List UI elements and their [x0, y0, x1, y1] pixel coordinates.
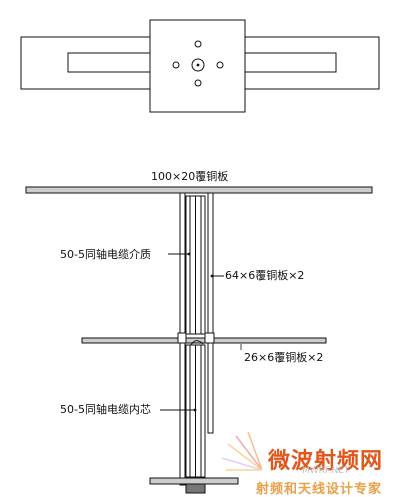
top-view-hole-left: [172, 61, 180, 69]
label-coax-inner-core: 50-5同轴电缆内芯: [60, 403, 151, 416]
leader-64-plate-dot: [210, 274, 214, 278]
watermark-url: MWRF.NET: [302, 466, 350, 476]
top-view-hole-center-dot: [196, 63, 200, 67]
watermark-rays: [221, 431, 263, 471]
label-coax-dielectric: 50-5同轴电缆介质: [60, 248, 151, 261]
junction-left: [177, 332, 187, 344]
junction-right: [204, 332, 215, 344]
bottom-base-plate: [149, 477, 239, 485]
side-view: [25, 186, 373, 494]
top-view-hole-right: [216, 61, 224, 69]
label-middle-plates: 26×6覆铜板×2: [244, 351, 324, 364]
middle-copper-plate: [81, 337, 327, 344]
watermark-logo-text: 微波射频网: [268, 449, 384, 474]
vertical-plate-right: [207, 192, 214, 434]
label-vertical-plates: 64×6覆铜板×2: [225, 269, 305, 282]
top-copper-plate: [25, 186, 373, 194]
top-view: [20, 19, 380, 113]
label-top-copper-plate: 100×20覆铜板: [151, 170, 229, 183]
top-view-hole-bottom: [194, 79, 202, 87]
leader-inner-core-dot: [193, 408, 197, 412]
top-view-hole-top: [194, 40, 202, 48]
leader-dielectric-dot: [187, 252, 191, 256]
bottom-connector: [185, 483, 206, 494]
watermark-subtitle: 射频和天线设计专家: [256, 482, 383, 497]
